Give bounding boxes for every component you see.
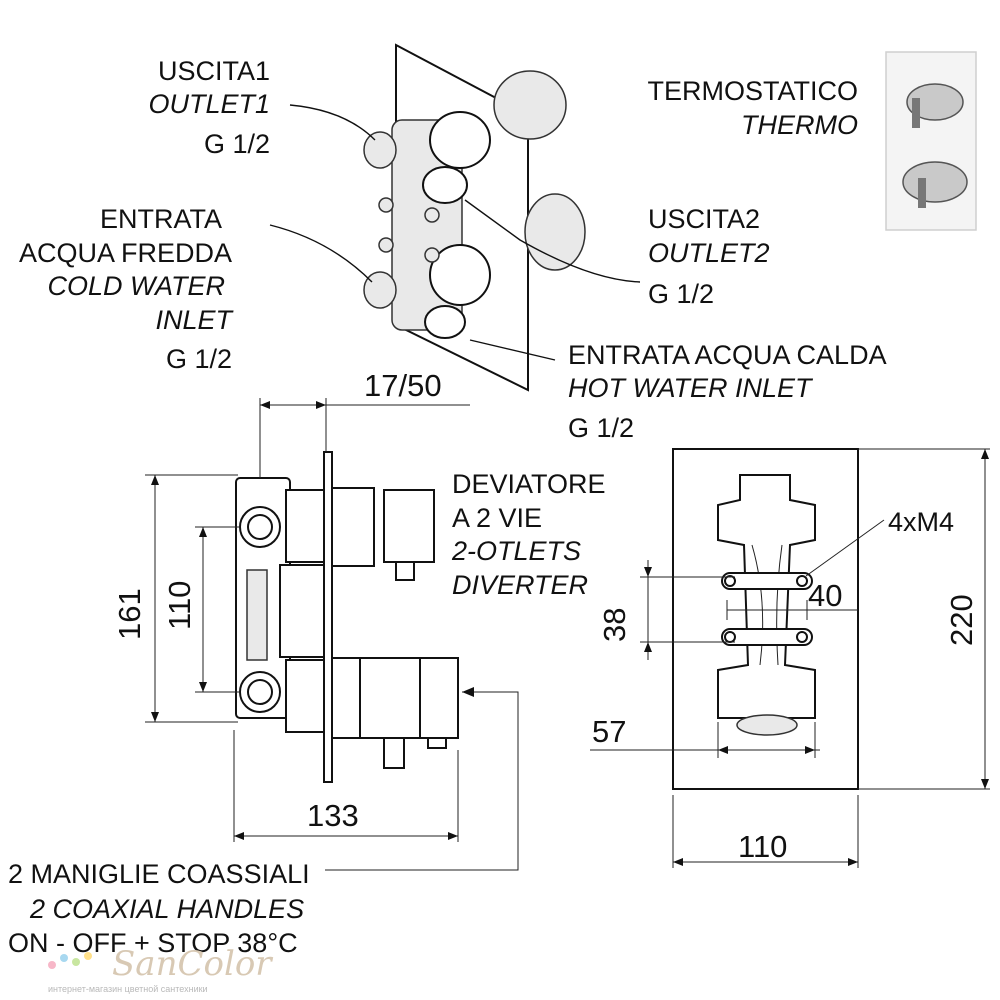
dim-height-total: 161 xyxy=(112,588,147,640)
handles-note: ON - OFF + STOP 38°C xyxy=(8,928,298,958)
hot-inlet-label-it: ENTRATA ACQUA CALDA xyxy=(568,340,887,370)
cold-inlet-label-en2: INLET xyxy=(155,305,234,335)
diverter-label-en1: 2-OTLETS xyxy=(451,536,581,566)
watermark-brand: SanColor xyxy=(112,944,273,984)
cold-inlet-fitting xyxy=(424,305,466,339)
outlet1-label-en: OUTLET1 xyxy=(148,89,270,119)
thermo-label-en: THERMO xyxy=(741,110,858,140)
handles-label-it: 2 MANIGLIE COASSIALI xyxy=(8,859,310,889)
screws-label: 4xM4 xyxy=(888,507,954,537)
outlet1-size: G 1/2 xyxy=(204,129,270,159)
side-port-top xyxy=(363,131,397,169)
outlet2-size: G 1/2 xyxy=(648,279,714,309)
screw-lug-lower xyxy=(721,628,813,646)
thermo-handle xyxy=(359,657,421,739)
dim-body-depth: 133 xyxy=(307,798,359,833)
outlet2-label-en: OUTLET2 xyxy=(648,238,770,268)
dim-plate-height: 220 xyxy=(944,594,979,646)
rear-handle-top xyxy=(493,70,567,140)
hot-inlet-label-en: HOT WATER INLET xyxy=(568,373,814,403)
diverter-handle xyxy=(383,489,435,563)
side-port-bottom xyxy=(363,271,397,309)
dim-body-width: 57 xyxy=(592,714,626,749)
side-wall-plate xyxy=(323,451,333,783)
watermark-tagline: интернет-магазин цветной сантехники xyxy=(48,984,208,994)
dim-hole-vertical: 38 xyxy=(597,608,632,642)
isometric-view xyxy=(269,43,641,392)
cold-inlet-label-en1: COLD WATER xyxy=(47,271,225,301)
dim-plate-width: 110 xyxy=(738,829,787,864)
handles-label-en: 2 COAXIAL HANDLES xyxy=(29,894,304,924)
hot-inlet-size: G 1/2 xyxy=(568,413,634,443)
side-view xyxy=(235,451,459,783)
dim-hole-horizontal: 40 xyxy=(808,578,842,613)
cold-inlet-size: G 1/2 xyxy=(166,344,232,374)
hot-inlet-fitting xyxy=(429,244,491,306)
diverter-label-it2: A 2 VIE xyxy=(452,503,542,533)
cold-inlet-label-it2: ACQUA FREDDA xyxy=(19,238,232,268)
outlet1-label-it: USCITA1 xyxy=(158,56,270,86)
front-view xyxy=(672,448,859,790)
outlet2-label-it: USCITA2 xyxy=(648,204,760,234)
product-thumbnail xyxy=(885,51,977,231)
diverter-label-en2: DIVERTER xyxy=(452,570,588,600)
front-body xyxy=(717,474,816,719)
diverter-label-it1: DEVIATORE xyxy=(452,469,606,499)
thermo-label-it: TERMOSTATICO xyxy=(648,76,859,106)
cold-inlet-label-it1: ENTRATA xyxy=(100,204,222,234)
screw-lug-upper xyxy=(721,572,813,590)
dim-inlet-spacing: 110 xyxy=(162,581,197,630)
outlet1-fitting xyxy=(429,111,491,169)
front-dimensions xyxy=(590,448,990,868)
outlet2-fitting xyxy=(422,166,468,204)
side-dimensions xyxy=(145,398,519,871)
dim-depth-range: 17/50 xyxy=(364,368,442,403)
watermark: SanColor интернет-магазин цветной сантех… xyxy=(48,944,273,994)
